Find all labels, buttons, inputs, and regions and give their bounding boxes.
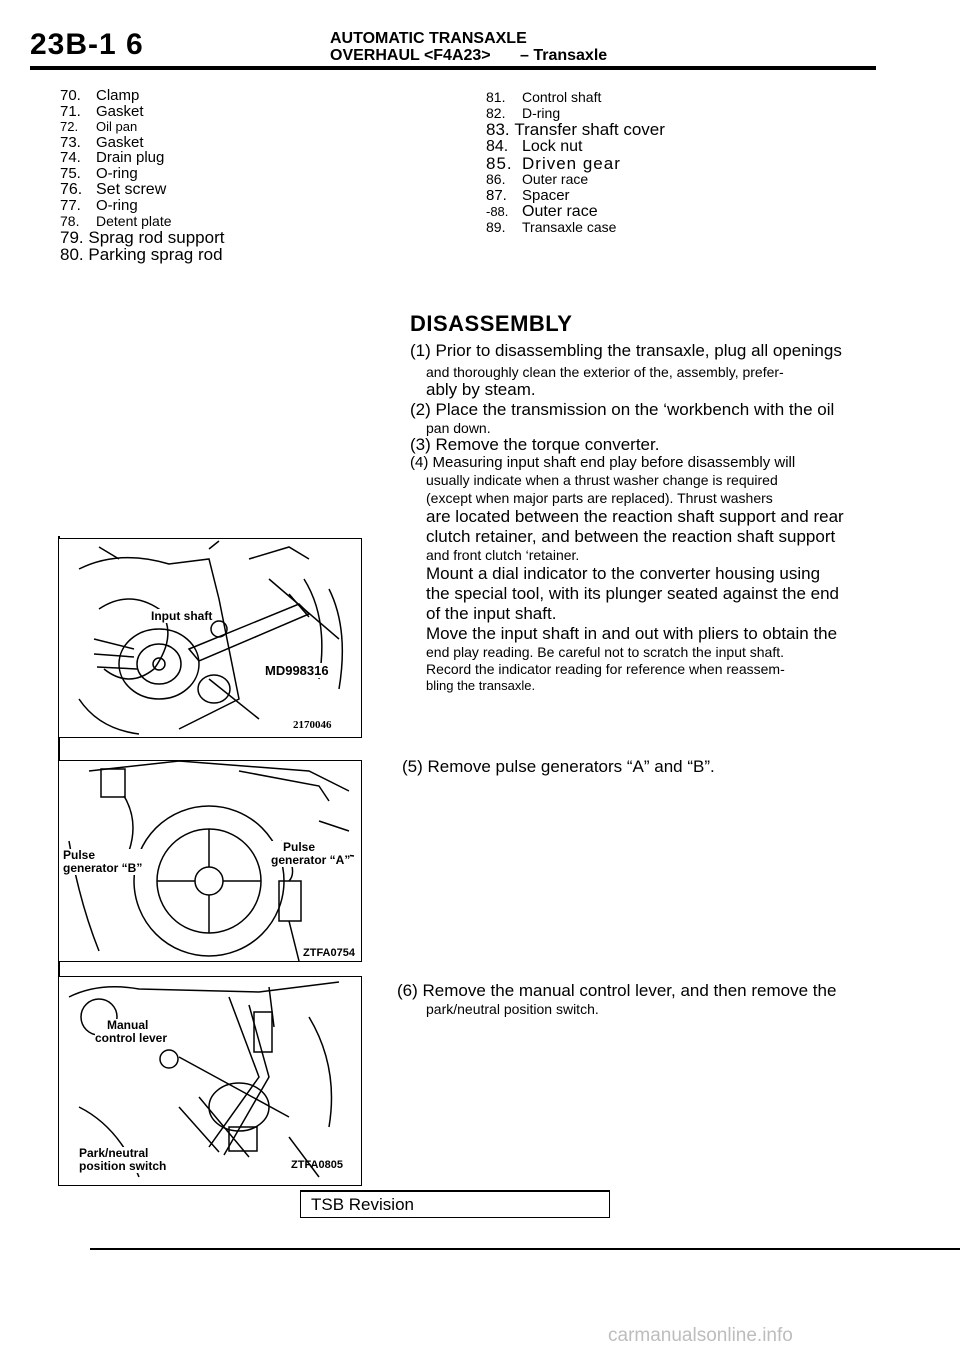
step-4-line-9: of the input shaft. — [426, 604, 557, 623]
step-4-line-12: Record the indicator reading for referen… — [426, 661, 785, 677]
list-item: 79. Sprag rod support — [60, 228, 225, 247]
control-lever-illustration — [68, 981, 340, 1178]
topic-header: – Transaxle — [520, 47, 608, 64]
input-shaft-illustration — [78, 540, 344, 735]
tsb-revision-box: TSB Revision — [300, 1190, 610, 1218]
step-4-line-4: are located between the reaction shaft s… — [426, 507, 844, 526]
step-4-line-1: (4) Measuring input shaft end play befor… — [410, 454, 796, 471]
pulse-generator-illustration — [68, 761, 355, 961]
figure-manual-control-lever: Manual control lever Park/neutral positi… — [58, 976, 362, 1186]
list-item: 86.Outer race — [486, 171, 589, 187]
input-shaft-label: Input shaft — [151, 609, 213, 623]
header-rule — [30, 66, 876, 70]
step-4-line-5: clutch retainer, and between the reactio… — [426, 527, 836, 546]
special-tool-label: MD998316 — [265, 663, 329, 678]
list-item: 72.Oil pan — [60, 119, 138, 134]
step-4-line-13: bling the transaxle. — [426, 678, 536, 693]
list-item: 81.Control shaft — [486, 89, 602, 105]
park-neutral-switch-label: Park/neutral position switch — [79, 1146, 167, 1173]
list-item: 82.D-ring — [486, 104, 561, 121]
step-1-line-3: ably by steam. — [426, 380, 536, 399]
subsection-header: OVERHAUL <F4A23> — [330, 47, 491, 64]
step-3: (3) Remove the torque converter. — [410, 435, 660, 454]
step-4-line-3: (except when major parts are replaced). … — [426, 490, 773, 506]
list-item: 77.O-ring — [60, 197, 138, 214]
step-6-line-1: (6) Remove the manual control lever, and… — [397, 981, 837, 1000]
step-4-line-8: the special tool, with its plunger seate… — [426, 584, 839, 603]
page-number: 23B-1 6 — [30, 28, 144, 61]
figure-code: ZTFA0805 — [291, 1159, 343, 1171]
step-4-line-2: usually indicate when a thrust washer ch… — [426, 472, 778, 488]
list-item: 85.Driven gear — [486, 154, 621, 173]
list-item: 80. Parking sprag rod — [60, 245, 223, 264]
list-item: -88.Outer race — [486, 203, 598, 220]
step-5: (5) Remove pulse generators “A” and “B”. — [402, 757, 715, 776]
step-4-line-6: and front clutch ‘retainer. — [426, 547, 580, 563]
step-1-line-1: (1) Prior to disassembling the transaxle… — [410, 341, 842, 360]
tsb-revision-label: TSB Revision — [311, 1195, 414, 1214]
disassembly-heading: DISASSEMBLY — [410, 311, 573, 336]
list-item: 74.Drain plug — [60, 149, 165, 166]
step-4-line-11: end play reading. Be careful not to scra… — [426, 644, 784, 660]
list-item: 76.Set screw — [60, 181, 167, 198]
figure-code: ZTFA0754 — [303, 947, 355, 959]
figure-code: 2170046 — [293, 719, 332, 731]
list-item: 84.Lock nut — [486, 138, 583, 155]
figure-input-shaft-endplay: Input shaft MD998316 2170046 — [58, 538, 362, 738]
pulse-generator-a-label: Pulse generator “A” — [271, 840, 351, 867]
list-item: 89.Transaxle case — [486, 219, 617, 235]
parts-list-left: 70.Clamp 71.Gasket 72.Oil pan 73.Gasket … — [60, 88, 224, 263]
list-item: 83. Transfer shaft cover — [486, 120, 665, 139]
list-item: 73.Gasket — [60, 133, 144, 151]
list-item: 75.O-ring — [60, 164, 138, 182]
step-4-line-10: Move the input shaft in and out with pli… — [426, 624, 838, 643]
footer-rule — [90, 1248, 960, 1250]
parts-list-right: 81.Control shaft 82.D-ring 83. Transfer … — [486, 89, 665, 236]
section-title-header: AUTOMATIC TRANSAXLE — [330, 30, 527, 47]
pulse-generator-b-label: Pulse generator “B” — [63, 848, 143, 875]
list-item: 78.Detent plate — [60, 212, 172, 229]
watermark: carmanualsonline.info — [608, 1325, 793, 1346]
step-2-line-2: pan down. — [426, 420, 491, 436]
list-item: 71.Gasket — [60, 102, 144, 120]
manual-control-lever-label: Manual control lever — [95, 1018, 168, 1045]
list-item: 70.Clamp — [60, 87, 140, 104]
step-6-line-2: park/neutral position switch. — [426, 1001, 599, 1017]
list-item: 87.Spacer — [486, 186, 570, 204]
step-2-line-1: (2) Place the transmission on the ‘workb… — [410, 400, 835, 419]
figure-pulse-generators: Pulse generator “B” Pulse generator “A” … — [58, 760, 362, 962]
step-1-line-2: and thoroughly clean the exterior of the… — [426, 364, 784, 380]
step-4-line-7: Mount a dial indicator to the converter … — [426, 564, 821, 583]
